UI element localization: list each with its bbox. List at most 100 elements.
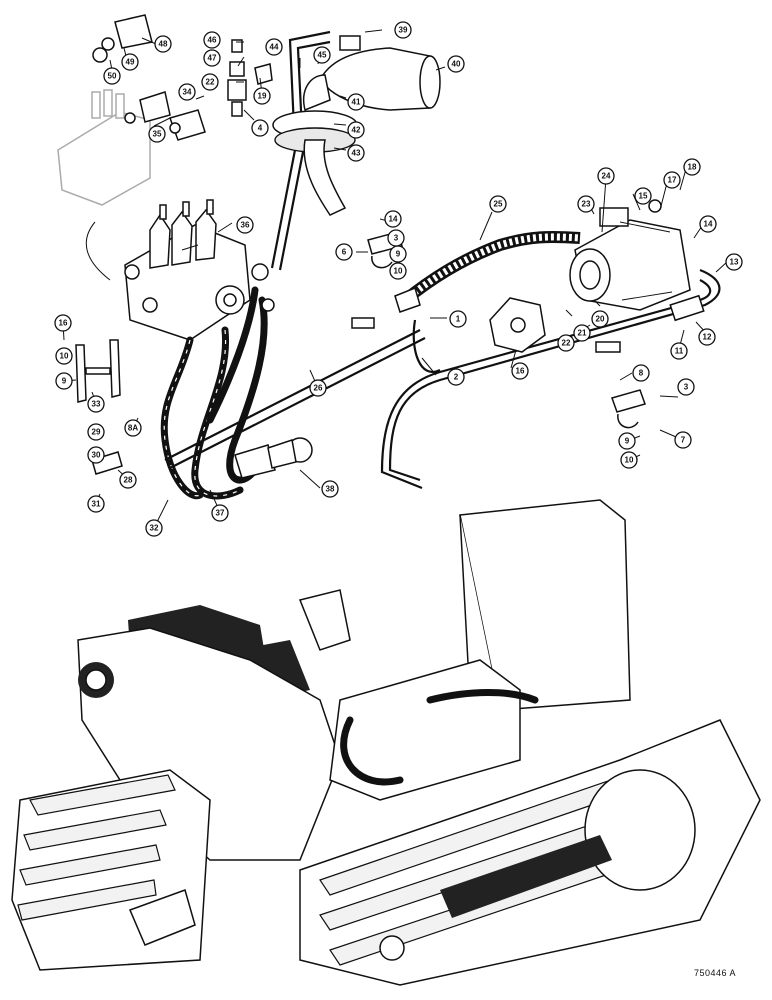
callout-20: 20 bbox=[591, 310, 609, 328]
figure-reference-code: 750446 A bbox=[693, 968, 736, 978]
svg-text:17: 17 bbox=[668, 176, 677, 185]
callout-31: 31 bbox=[87, 495, 105, 513]
callout-16b: 16 bbox=[54, 314, 72, 332]
svg-text:3: 3 bbox=[684, 383, 689, 392]
callout-44: 44 bbox=[265, 38, 283, 56]
callout-16: 16 bbox=[511, 362, 529, 380]
callout-36: 36 bbox=[236, 216, 254, 234]
callout-40: 40 bbox=[447, 55, 465, 73]
callout-23: 23 bbox=[577, 195, 595, 213]
return-tube bbox=[164, 329, 426, 469]
svg-text:16: 16 bbox=[59, 319, 68, 328]
svg-text:2: 2 bbox=[454, 373, 459, 382]
callout-35: 35 bbox=[148, 125, 166, 143]
callout-34: 34 bbox=[178, 83, 196, 101]
svg-text:22: 22 bbox=[206, 78, 215, 87]
svg-text:50: 50 bbox=[108, 72, 117, 81]
svg-text:42: 42 bbox=[352, 126, 361, 135]
svg-text:48: 48 bbox=[159, 40, 168, 49]
filter-pipe bbox=[270, 30, 331, 271]
callout-10a: 10 bbox=[389, 262, 407, 280]
callout-32: 32 bbox=[145, 519, 163, 537]
control-valve-ghost bbox=[57, 89, 151, 206]
callout-13: 13 bbox=[725, 253, 743, 271]
pump-suction-hose bbox=[394, 230, 581, 313]
callout-33: 33 bbox=[87, 395, 105, 413]
svg-text:3: 3 bbox=[394, 234, 399, 243]
callout-25: 25 bbox=[489, 195, 507, 213]
callout-49: 49 bbox=[121, 53, 139, 71]
callout-10b: 10 bbox=[620, 451, 638, 469]
svg-text:43: 43 bbox=[352, 149, 361, 158]
callout-9b: 9 bbox=[618, 432, 636, 450]
svg-text:32: 32 bbox=[150, 524, 159, 533]
callout-4: 4 bbox=[251, 119, 269, 137]
callout-8a: 8A bbox=[124, 419, 142, 437]
callout-14: 14 bbox=[699, 215, 717, 233]
callout-8: 14 bbox=[384, 210, 402, 228]
callout-30: 30 bbox=[87, 446, 105, 464]
svg-text:46: 46 bbox=[208, 36, 217, 45]
svg-text:45: 45 bbox=[318, 51, 327, 60]
callout-3: 3 bbox=[387, 229, 405, 247]
callout-9a: 9 bbox=[389, 245, 407, 263]
svg-text:24: 24 bbox=[602, 172, 611, 181]
callout-29: 29 bbox=[87, 423, 105, 441]
callout-19: 19 bbox=[253, 87, 271, 105]
hose-fittings bbox=[234, 263, 313, 479]
svg-text:35: 35 bbox=[153, 130, 162, 139]
callout-2: 2 bbox=[447, 368, 465, 386]
callout-17: 17 bbox=[663, 171, 681, 189]
callout-45: 45 bbox=[313, 46, 331, 64]
mounting-brackets bbox=[75, 339, 121, 403]
svg-text:22: 22 bbox=[562, 339, 571, 348]
svg-text:10: 10 bbox=[625, 456, 634, 465]
callout-39: 39 bbox=[394, 21, 412, 39]
svg-text:36: 36 bbox=[241, 221, 250, 230]
callout-26: 26 bbox=[309, 379, 327, 397]
svg-text:31: 31 bbox=[92, 500, 101, 509]
svg-text:6: 6 bbox=[342, 248, 347, 257]
callout-47: 47 bbox=[203, 49, 221, 67]
callout-11: 11 bbox=[670, 342, 688, 360]
svg-text:7: 7 bbox=[681, 436, 686, 445]
callout-22: 22 bbox=[557, 334, 575, 352]
callout-37: 37 bbox=[211, 504, 229, 522]
svg-text:10: 10 bbox=[60, 352, 69, 361]
callout-18: 18 bbox=[683, 158, 701, 176]
svg-text:9: 9 bbox=[396, 250, 401, 259]
callout-6: 6 bbox=[335, 243, 353, 261]
callout-21: 21 bbox=[573, 324, 591, 342]
svg-text:14: 14 bbox=[389, 215, 398, 224]
filter-assembly bbox=[272, 35, 441, 216]
svg-text:10: 10 bbox=[394, 267, 403, 276]
svg-text:4: 4 bbox=[258, 124, 263, 133]
svg-text:38: 38 bbox=[326, 485, 335, 494]
svg-text:20: 20 bbox=[596, 315, 605, 324]
callout-50: 50 bbox=[103, 67, 121, 85]
svg-text:28: 28 bbox=[124, 476, 133, 485]
callout-42: 42 bbox=[347, 121, 365, 139]
svg-text:14: 14 bbox=[704, 220, 713, 229]
svg-text:29: 29 bbox=[92, 428, 101, 437]
hydraulic-pump bbox=[569, 199, 691, 311]
svg-text:16: 16 bbox=[516, 367, 525, 376]
svg-text:18: 18 bbox=[688, 163, 697, 172]
svg-text:23: 23 bbox=[582, 200, 591, 209]
control-valve bbox=[124, 199, 251, 341]
crawler-tractor bbox=[11, 499, 761, 986]
svg-text:49: 49 bbox=[126, 58, 135, 67]
callout-8b: 8 bbox=[632, 364, 650, 382]
svg-text:25: 25 bbox=[494, 200, 503, 209]
svg-text:19: 19 bbox=[258, 92, 267, 101]
callout-27: 22 bbox=[201, 73, 219, 91]
svg-text:9: 9 bbox=[625, 437, 630, 446]
svg-text:11: 11 bbox=[675, 347, 684, 356]
callout-48: 48 bbox=[154, 35, 172, 53]
pump-flange bbox=[489, 297, 546, 353]
svg-text:39: 39 bbox=[399, 26, 408, 35]
callout-41: 41 bbox=[347, 93, 365, 111]
svg-text:1: 1 bbox=[456, 315, 461, 324]
svg-text:41: 41 bbox=[352, 98, 361, 107]
